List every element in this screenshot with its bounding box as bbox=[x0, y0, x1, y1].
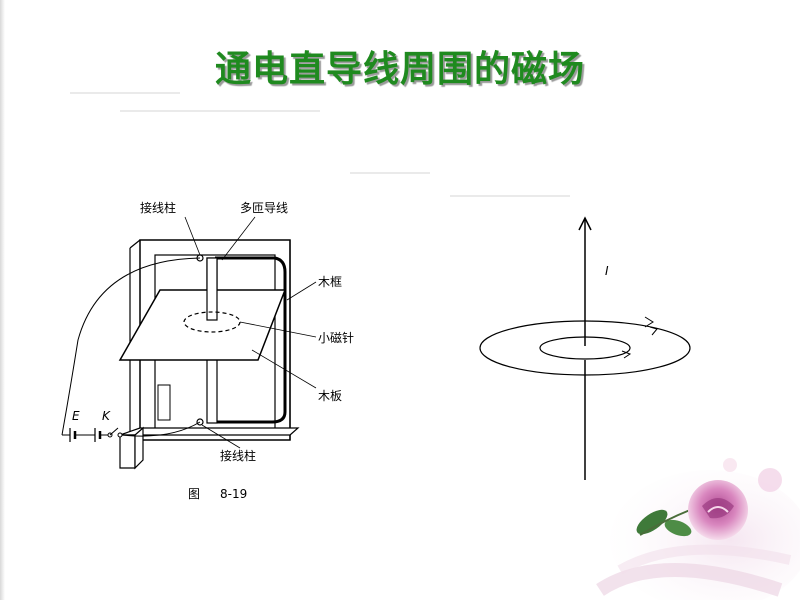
slide-border bbox=[0, 0, 5, 600]
label-wood-frame: 木框 bbox=[318, 275, 342, 289]
switch-symbol bbox=[109, 427, 119, 436]
label-switch: K bbox=[102, 409, 111, 423]
background-smudge bbox=[120, 110, 320, 112]
figure-caption-prefix: 图 bbox=[188, 487, 200, 501]
current-arrow-icon bbox=[578, 216, 592, 231]
background-smudge bbox=[450, 195, 570, 197]
wood-board bbox=[118, 289, 287, 361]
apparatus-drawing: 接线柱 多匝导线 木框 小磁针 木板 接线柱 E K 图 8-19 bbox=[61, 200, 354, 501]
apparatus-figure: 接线柱 多匝导线 木框 小磁针 木板 接线柱 E K 图 8-19 bbox=[40, 190, 380, 510]
rose-decoration bbox=[580, 440, 800, 604]
inner-ring-arrow-icon bbox=[621, 350, 632, 359]
external-wire bbox=[61, 257, 201, 436]
field-figure: I bbox=[440, 200, 730, 490]
current-label: I bbox=[605, 264, 609, 278]
background-smudge bbox=[350, 172, 430, 174]
figure-caption-number: 8-19 bbox=[220, 487, 247, 501]
label-wood-board: 木板 bbox=[318, 389, 342, 403]
background-smudge bbox=[70, 92, 180, 94]
label-multi-turn-wire: 多匝导线 bbox=[240, 201, 288, 215]
label-binding-post-top: 接线柱 bbox=[140, 200, 176, 215]
outer-ring-arrow-icon bbox=[644, 316, 654, 328]
slide-title: 通电直导线周围的磁场 bbox=[214, 49, 585, 90]
label-battery: E bbox=[72, 409, 80, 423]
leaf-icon bbox=[636, 509, 668, 535]
multi-turn-wire bbox=[215, 256, 287, 424]
field-drawing: I bbox=[479, 216, 691, 480]
label-small-compass: 小磁针 bbox=[318, 330, 354, 345]
label-binding-post-bottom: 接线柱 bbox=[220, 448, 256, 463]
